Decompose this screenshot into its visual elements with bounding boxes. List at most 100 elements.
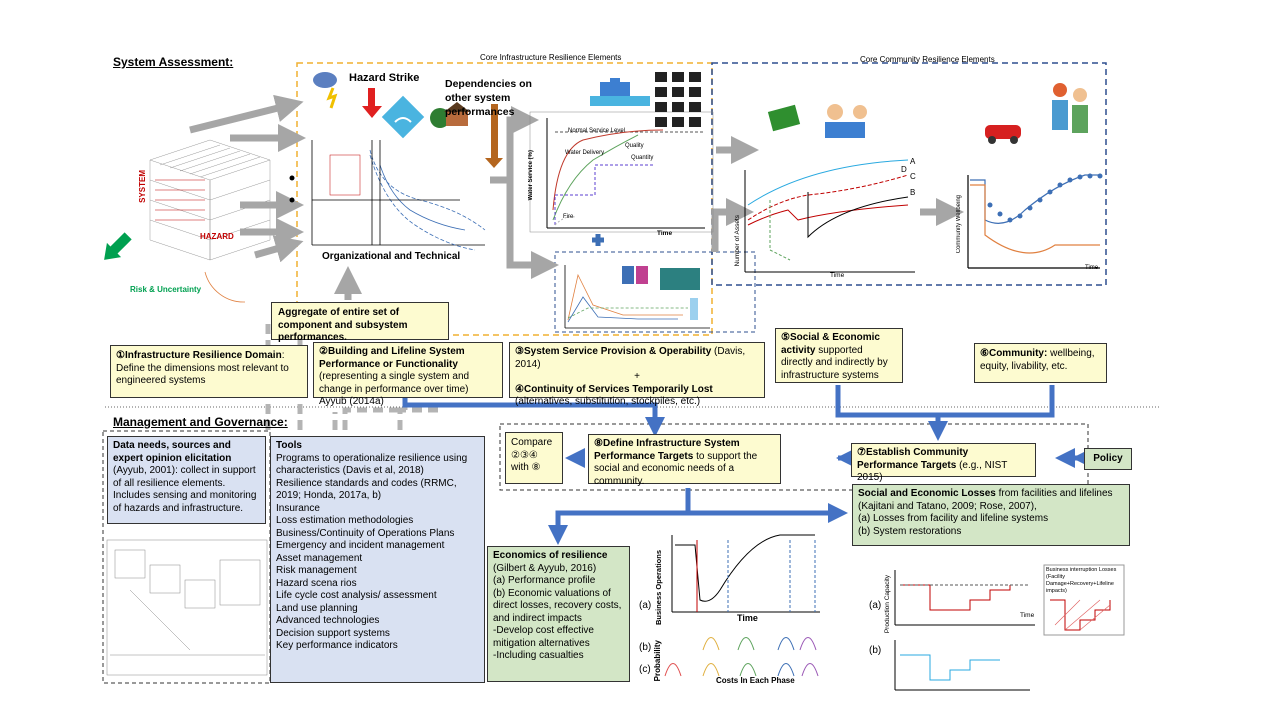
infra-targets-box: ⑧Define Infrastructure System Performanc…: [588, 434, 781, 487]
business-ops-graph: [671, 534, 820, 613]
losses-box: Social and Economic Losses from faciliti…: [852, 484, 1130, 546]
economics-line: (b) Economic valuations of direct losses…: [493, 587, 622, 624]
tools-item: Resilience standards and codes (RRMC, 20…: [276, 477, 457, 502]
tools-box: Tools Programs to operationalize resilie…: [270, 436, 485, 683]
targets-frame: [499, 423, 1089, 491]
box6-text: wellbeing, equity, livability, etc.: [980, 348, 1095, 372]
costs-label: Costs In Each Phase: [716, 676, 795, 685]
green-arrow: [104, 232, 132, 260]
tools-item: Key performance indicators: [276, 640, 398, 651]
tools-item: Land use planning: [276, 602, 358, 614]
box2-number: ②: [319, 346, 328, 357]
community-box: ⑥Community: wellbeing, equity, livabilit…: [974, 343, 1107, 383]
building-lifeline-box: ②Building and Lifeline System Performanc…: [313, 342, 503, 407]
box7-text: (e.g., NIST 2015): [857, 459, 1008, 484]
normal-service-label: Normal Service Level: [568, 128, 626, 134]
box1-title: Infrastructure Resilience Domain: [124, 350, 282, 361]
box6-title: Community:: [988, 348, 1048, 359]
service-time-label: Time: [657, 230, 673, 237]
box4-text: (alternatives, substitution, stockpiles,…: [515, 396, 701, 407]
tools-item: Insurance: [276, 502, 320, 514]
org-tech-graph: [311, 140, 486, 251]
production-graph: [894, 570, 1035, 691]
service-continuity-box: ③System Service Provision & Operability …: [509, 342, 765, 407]
asset-graph: [744, 159, 915, 273]
core-community-heading: Core Community Resilience Elements: [860, 55, 995, 64]
economics-line: (Gilbert & Ayyub, 2016): [493, 562, 597, 574]
tools-item: Asset management: [276, 552, 363, 564]
probability-curves: [664, 637, 819, 677]
core-community-frame: [711, 62, 1107, 286]
economics-line: -Including casualties: [493, 650, 584, 661]
tools-item: Business/Continuity of Operations Plans: [276, 527, 455, 539]
box4-title: Continuity of Services Temporarily Lost: [523, 383, 713, 395]
water-service-graph: [529, 111, 714, 233]
box1-text: : Define the dimensions most relevant to…: [116, 350, 289, 386]
losses-line: (Kajitani and Tatano, 2009; Rose, 2007),: [858, 500, 1037, 512]
orange-curve: [204, 271, 246, 303]
economics-line: -Develop cost effective mitigation alter…: [493, 625, 594, 649]
econ-b-label: (b): [639, 642, 652, 653]
hazard-axis-label: HAZARD: [200, 232, 234, 241]
dependencies-label: Dependencies on other system performance…: [445, 78, 532, 118]
building-icons: [590, 72, 701, 127]
wellbeing-xlabel: Time: [1085, 265, 1099, 271]
tools-title: Tools: [276, 440, 302, 451]
hazard-panel: [313, 72, 503, 168]
system-assessment-heading: System Assessment:: [113, 55, 234, 69]
box3-number: ③: [515, 346, 524, 357]
core-infra-heading: Core Infrastructure Resilience Elements: [480, 53, 622, 62]
asset-label-a: A: [910, 157, 916, 166]
losses-line: (a) Losses from facility and lifeline sy…: [858, 513, 1049, 524]
econ-time-label: Time: [737, 613, 758, 623]
fire-label: Fire: [563, 214, 574, 220]
box5-text: supported directly and indirectly by inf…: [781, 344, 888, 381]
plus-icon: [592, 234, 604, 246]
data-needs-cite: (Ayyub, 2001):: [113, 465, 178, 476]
tools-item: Emergency and incident management: [276, 540, 445, 551]
box5-title: Social & Economic activity: [781, 332, 880, 356]
management-heading: Management and Governance:: [113, 415, 288, 429]
losses-intro: from facilities and lifelines: [995, 488, 1113, 499]
workflow-flowchart: [106, 539, 268, 676]
box8-title: Define Infrastructure System Performance…: [594, 438, 740, 462]
hazard-strike-label: Hazard Strike: [349, 72, 420, 84]
tools-item: Programs to operationalize resilience us…: [276, 452, 468, 477]
gray-arrows: [189, 94, 964, 300]
box5-number: ⑤: [781, 332, 790, 343]
economics-line: (a) Performance profile: [493, 575, 596, 586]
water-delivery-label: Water Delivery: [565, 150, 605, 156]
system-axis-label: SYSTEM: [138, 170, 147, 203]
continuity-frame: [554, 251, 756, 333]
loss-side-chart: [1043, 564, 1125, 636]
asset-label-d: D: [901, 165, 907, 174]
compare-with: with ⑧: [511, 462, 541, 473]
econ-c-label: (c): [639, 664, 651, 675]
box7-title: Establish Community Performance Targets: [857, 447, 969, 471]
box3-plus: +: [634, 371, 640, 382]
infra-domain-box: ①Infrastructure Resilience Domain: Defin…: [110, 345, 308, 398]
asset-label-b: B: [910, 188, 916, 197]
losses-title: Social and Economic Losses: [858, 488, 996, 499]
data-needs-text: collect in support of all resilience ele…: [113, 465, 257, 514]
losses-line: (b) System restorations: [858, 525, 962, 537]
wellbeing-graph: [967, 174, 1100, 269]
box2-title: Building and Lifeline System Performance…: [319, 346, 465, 370]
data-needs-title: Data needs, sources and expert opinion e…: [113, 440, 232, 464]
tools-item: Life cycle cost analysis/ assessment: [276, 590, 437, 601]
compare-label: Compare: [511, 437, 553, 448]
asset-xlabel: Time: [830, 272, 845, 279]
loss-b-label: (b): [869, 645, 882, 656]
loss-side-title: Business interruption Losses (Facility D…: [1046, 567, 1117, 594]
policy-box: Policy: [1084, 448, 1132, 470]
business-ops-ylabel: Business Operations: [654, 550, 663, 626]
tools-item: Decision support systems: [276, 627, 390, 639]
tools-item: Loss estimation methodologies: [276, 515, 414, 526]
probability-label: Probability: [653, 640, 662, 682]
tools-item: Advanced technologies: [276, 615, 380, 626]
box6-number: ⑥: [980, 348, 989, 359]
tools-item: Hazard scena rios: [276, 577, 357, 589]
box2-text: (representing a single system and change…: [319, 371, 470, 407]
social-economic-box: ⑤Social & Economic activity supported di…: [775, 328, 903, 383]
wellbeing-ylabel: Community Wellbeing: [956, 195, 962, 254]
